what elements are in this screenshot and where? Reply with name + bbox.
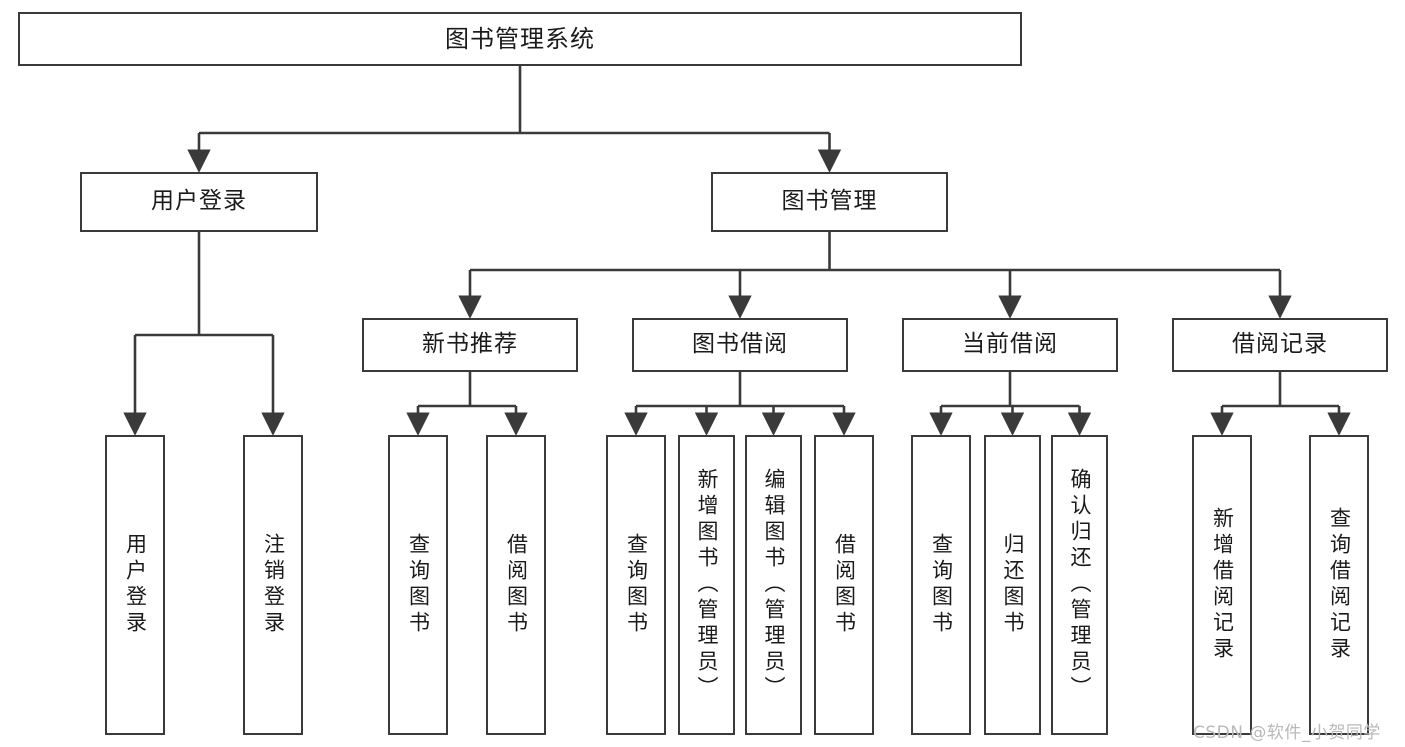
node-label: 图书管理 — [781, 188, 878, 215]
node-label: 借阅记录 — [1232, 331, 1328, 358]
node-book-management[interactable]: 图书管理 — [711, 172, 948, 232]
node-label-vertical: 注销登录 — [261, 533, 286, 637]
node-root-label: 图书管理系统 — [445, 24, 595, 53]
node-book-borrow[interactable]: 图书借阅 — [632, 318, 848, 372]
node-label-vertical: 归还图书 — [1001, 533, 1025, 637]
node-leaf-user-login[interactable]: 用户登录 — [105, 435, 165, 735]
node-leaf-query-borrow-record[interactable]: 查询借阅记录 — [1309, 435, 1369, 735]
node-label: 用户登录 — [151, 188, 247, 215]
node-label-vertical: 查询借阅记录 — [1327, 507, 1352, 663]
node-label-vertical: 编辑图书（管理员） — [762, 468, 786, 702]
node-label-vertical: 查询图书 — [406, 533, 431, 637]
node-label-vertical: 查询图书 — [624, 533, 649, 637]
node-label-vertical: 查询图书 — [929, 533, 954, 637]
node-new-book-recommend[interactable]: 新书推荐 — [362, 318, 578, 372]
node-leaf-add-book[interactable]: 新增图书（管理员） — [678, 435, 735, 735]
node-label-vertical: 新增图书（管理员） — [695, 468, 719, 702]
node-current-borrow[interactable]: 当前借阅 — [902, 318, 1118, 372]
node-label-vertical: 借阅图书 — [832, 533, 857, 637]
node-leaf-query-book-borrow[interactable]: 查询图书 — [606, 435, 666, 735]
node-label-vertical: 用户登录 — [123, 533, 148, 637]
node-borrow-record[interactable]: 借阅记录 — [1172, 318, 1388, 372]
node-label-vertical: 借阅图书 — [504, 533, 529, 637]
node-label: 图书借阅 — [692, 331, 788, 358]
node-leaf-confirm-return[interactable]: 确认归还（管理员） — [1051, 435, 1108, 735]
node-leaf-query-book-current[interactable]: 查询图书 — [911, 435, 971, 735]
node-leaf-add-borrow-record[interactable]: 新增借阅记录 — [1192, 435, 1252, 735]
node-label-vertical: 确认归还（管理员） — [1068, 468, 1092, 702]
node-label: 新书推荐 — [422, 331, 518, 358]
node-leaf-edit-book[interactable]: 编辑图书（管理员） — [745, 435, 802, 735]
node-label-vertical: 新增借阅记录 — [1210, 507, 1235, 663]
node-leaf-borrow-book[interactable]: 借阅图书 — [814, 435, 874, 735]
csdn-watermark: CSDN @软件_小贺同学 — [1193, 723, 1381, 743]
node-user-login[interactable]: 用户登录 — [80, 172, 318, 232]
node-leaf-logout[interactable]: 注销登录 — [243, 435, 303, 735]
node-leaf-return-book[interactable]: 归还图书 — [984, 435, 1041, 735]
node-leaf-borrow-book-recommend[interactable]: 借阅图书 — [486, 435, 546, 735]
node-root[interactable]: 图书管理系统 — [18, 12, 1022, 66]
node-label: 当前借阅 — [962, 331, 1058, 358]
node-leaf-query-book-recommend[interactable]: 查询图书 — [388, 435, 448, 735]
